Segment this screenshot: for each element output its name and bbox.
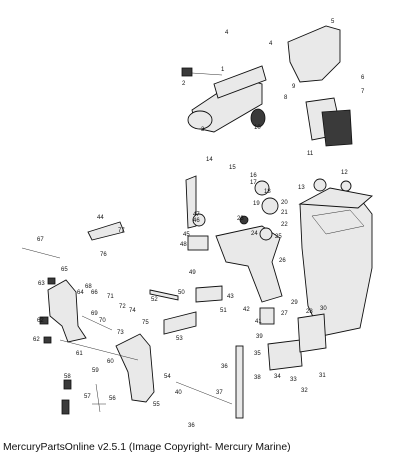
callout-61: 61 — [76, 351, 83, 357]
callout-70: 70 — [99, 318, 106, 324]
callout-36b: 36 — [188, 423, 195, 429]
callout-16: 16 — [250, 173, 257, 179]
lower-hardware — [39, 277, 327, 419]
callout-6: 6 — [361, 75, 365, 81]
image-caption: MercuryPartsOnline v2.5.1 (Image Copyrig… — [3, 442, 291, 453]
callout-30: 30 — [320, 306, 327, 312]
callout-65: 65 — [61, 267, 68, 273]
callout-48: 48 — [180, 242, 187, 248]
starboard-bracket-cover — [287, 25, 353, 147]
swivel-bracket — [185, 175, 352, 303]
callout-60: 60 — [107, 359, 114, 365]
callout-46: 46 — [193, 218, 200, 224]
callout-17: 17 — [250, 180, 257, 186]
exploded-parts-diagram: 1 2 3 4 4 5 6 7 8 9 10 11 12 13 14 15 16… — [21, 19, 374, 429]
callout-57: 57 — [84, 394, 91, 400]
callout-34: 34 — [274, 374, 281, 380]
callout-39: 39 — [256, 334, 263, 340]
callout-56: 56 — [109, 396, 116, 402]
callout-59: 59 — [92, 368, 99, 374]
callout-62: 62 — [37, 318, 44, 324]
callout-labels: 1 2 3 4 4 5 6 7 8 9 10 11 12 13 14 15 16… — [33, 19, 365, 429]
callout-41: 41 — [255, 319, 262, 325]
callout-69: 69 — [91, 311, 98, 317]
callout-44: 44 — [97, 215, 104, 221]
callout-67: 67 — [37, 237, 44, 243]
callout-62b: 62 — [33, 337, 40, 343]
callout-37: 37 — [216, 390, 223, 396]
clamp-brackets — [21, 221, 223, 403]
callout-10: 10 — [254, 125, 261, 131]
callout-29: 29 — [291, 300, 298, 306]
callout-8: 8 — [284, 95, 288, 101]
callout-64: 64 — [77, 290, 84, 296]
callout-54: 54 — [164, 374, 171, 380]
callout-20: 20 — [281, 200, 288, 206]
callout-58: 58 — [64, 374, 71, 380]
callout-50: 50 — [178, 290, 185, 296]
callout-51: 51 — [220, 308, 227, 314]
callout-28: 28 — [306, 309, 313, 315]
callout-36: 36 — [221, 364, 228, 370]
callout-77: 77 — [118, 228, 125, 234]
callout-47: 47 — [193, 212, 200, 218]
callout-75: 75 — [142, 320, 149, 326]
callout-24: 24 — [251, 231, 258, 237]
callout-40: 40 — [175, 390, 182, 396]
callout-43: 43 — [227, 294, 234, 300]
callout-42: 42 — [243, 307, 250, 313]
callout-74: 74 — [129, 308, 136, 314]
callout-9: 9 — [292, 84, 296, 90]
callout-1: 1 — [221, 67, 225, 73]
callout-73: 73 — [117, 330, 124, 336]
callout-72: 72 — [119, 304, 126, 310]
callout-2: 2 — [182, 81, 186, 87]
callout-19: 19 — [253, 201, 260, 207]
callout-32: 32 — [301, 388, 308, 394]
callout-31: 31 — [319, 373, 326, 379]
callout-25: 25 — [275, 234, 282, 240]
callout-45: 45 — [183, 232, 190, 238]
callout-7: 7 — [361, 89, 365, 95]
callout-66: 66 — [91, 290, 98, 296]
callout-38: 38 — [254, 375, 261, 381]
callout-76: 76 — [100, 252, 107, 258]
callout-11: 11 — [307, 151, 314, 157]
callout-63: 63 — [38, 281, 45, 287]
callout-52: 52 — [151, 297, 158, 303]
callout-49: 49 — [189, 270, 196, 276]
callout-12: 12 — [341, 170, 348, 176]
callout-13: 13 — [298, 185, 305, 191]
callout-21: 21 — [281, 210, 288, 216]
callout-27: 27 — [281, 311, 288, 317]
tilt-lock-lever-assembly — [181, 65, 267, 133]
callout-71: 71 — [107, 294, 114, 300]
driveshaft-housing — [298, 187, 374, 337]
callout-15: 15 — [229, 165, 236, 171]
callout-23: 23 — [237, 216, 244, 222]
callout-55: 55 — [153, 402, 160, 408]
callout-5: 5 — [331, 19, 335, 25]
callout-53: 53 — [176, 336, 183, 342]
callout-26: 26 — [279, 258, 286, 264]
callout-14: 14 — [206, 157, 213, 163]
callout-33: 33 — [290, 377, 297, 383]
callout-22: 22 — [281, 222, 288, 228]
callout-35: 35 — [254, 351, 261, 357]
callout-68: 68 — [85, 284, 92, 290]
callout-18: 18 — [264, 189, 271, 195]
callout-4b: 4 — [269, 41, 273, 47]
callout-3: 3 — [201, 127, 205, 133]
callout-4: 4 — [225, 30, 229, 36]
